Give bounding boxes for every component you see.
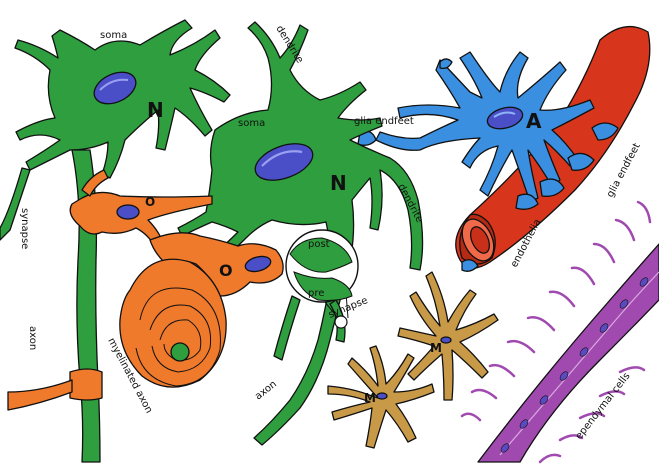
neuron-1-letter: N — [147, 98, 164, 122]
label-pre: pre — [308, 288, 324, 299]
label-synapse-left: synapse — [19, 208, 30, 249]
neuron-2-letter: N — [330, 171, 347, 195]
microglia-2-letter: M — [430, 341, 442, 355]
label-glia-endfeet-top: glia endfeet — [354, 116, 414, 127]
label-glia-endfeet-right: glia endfeet — [605, 141, 643, 199]
microglia-2 — [398, 272, 498, 400]
label-axon-bottom: axon — [253, 379, 279, 403]
label-axon-left: axon — [27, 326, 38, 350]
microglia-1-letter: M — [364, 391, 376, 405]
oligo-1-letter: O — [145, 195, 155, 209]
astrocyte-letter: A — [526, 109, 542, 133]
label-soma-mid: soma — [238, 118, 265, 129]
label-post: post — [308, 239, 330, 250]
oligo-2-letter: O — [219, 261, 233, 280]
microglia-1 — [328, 346, 434, 448]
oligodendrocyte-2 — [120, 233, 283, 387]
label-ependymal-cells: ependymal cells — [574, 371, 633, 442]
glia-endfoot — [440, 59, 452, 68]
label-soma-top: soma — [100, 30, 127, 41]
